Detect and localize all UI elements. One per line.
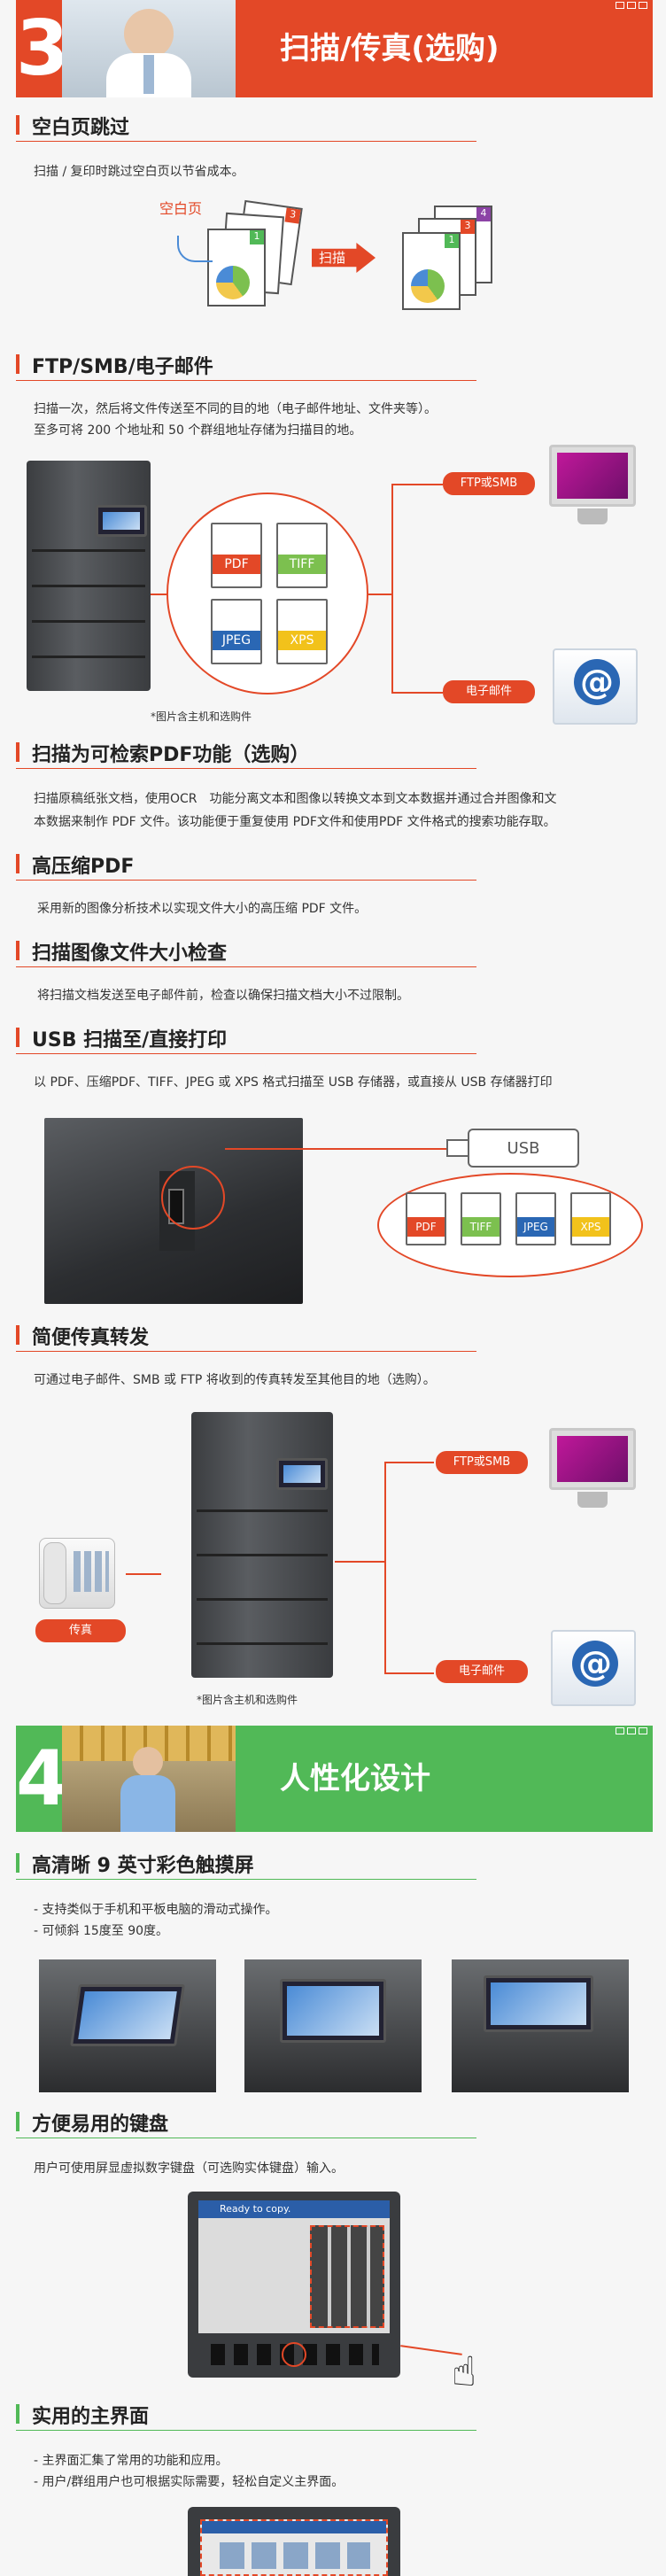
fax-printer-image: [191, 1412, 333, 1678]
fax-header: 简便传真转发: [16, 1318, 476, 1352]
filesize-header: 扫描图像文件大小检查: [16, 934, 476, 967]
section4-banner: 4 人性化设计: [16, 1726, 653, 1832]
fax-email-label: 电子邮件: [436, 1660, 528, 1683]
section4-title: 人性化设计: [280, 1761, 430, 1796]
screen-header: Ready to copy.: [198, 2200, 390, 2218]
fax-title: 简便传真转发: [32, 1327, 150, 1349]
usb-label: USB: [507, 1139, 540, 1158]
compact-header: 高压缩PDF: [16, 847, 476, 881]
section3-photo: [62, 0, 236, 97]
fax-desc: 可通过电子邮件、SMB 或 FTP 将收到的传真转发至其他目的地（选购）。: [34, 1373, 436, 1387]
usb-header: USB 扫描至/直接打印: [16, 1020, 476, 1054]
blank-skip-diagram: 空白页 3 1 扫描 4 3 1: [159, 197, 496, 338]
touch-photo-3: [452, 1959, 629, 2092]
main-screen-header: 实用的主界面: [16, 2397, 476, 2431]
compact-desc: 采用新的图像分析技术以实现文件大小的高压缩 PDF 文件。: [37, 902, 368, 916]
fax-machine-icon: [39, 1538, 115, 1609]
section3-banner: 3 扫描/传真(选购): [16, 0, 653, 97]
keyboard-title: 方便易用的键盘: [32, 2114, 169, 2136]
doc-tiff: TIFF: [276, 523, 328, 588]
filesize-title: 扫描图像文件大小检查: [32, 943, 228, 965]
searchable-title: 扫描为可检索PDF功能（选购）: [32, 744, 310, 766]
compact-title: 高压缩PDF: [32, 856, 135, 878]
keyboard-desc: 用户可使用屏显虚拟数字键盘（可选购实体键盘）输入。: [34, 2161, 344, 2176]
email-icon: @: [553, 648, 638, 725]
searchable-desc2: 本数据来制作 PDF 文件。该功能便于重复使用 PDF文件和使用PDF 文件格式…: [34, 815, 556, 829]
fax-monitor-icon: [549, 1428, 636, 1508]
touch-desc2: - 可倾斜 15度至 90度。: [34, 1924, 169, 1938]
main-screen-desc2: - 用户/群组用户也可根据实际需要，轻松自定义主界面。: [34, 2475, 345, 2489]
monitor-icon: [549, 445, 636, 524]
ftp-note: *图片含主机和选购件: [151, 710, 252, 723]
fax-note: *图片含主机和选购件: [197, 1694, 298, 1706]
blank-skip-title: 空白页跳过: [32, 117, 130, 139]
blank-page-label: 空白页: [159, 200, 203, 217]
usb-doc-tiff: TIFF: [461, 1192, 501, 1245]
banner-decoration: [616, 2, 647, 9]
ftp-desc2: 至多可将 200 个地址和 50 个群组地址存储为扫描目的地。: [34, 423, 362, 438]
fax-label: 传真: [35, 1619, 126, 1642]
doc-jpeg: JPEG: [211, 599, 262, 664]
section3-number: 3: [16, 4, 69, 93]
doc-pdf: PDF: [211, 523, 262, 588]
main-screen-title: 实用的主界面: [32, 2406, 150, 2428]
usb-drive-icon: USB: [446, 1129, 579, 1168]
usb-title: USB 扫描至/直接打印: [32, 1029, 228, 1051]
email-label: 电子邮件: [443, 680, 535, 703]
fax-email-icon: @: [551, 1630, 636, 1706]
searchable-header: 扫描为可检索PDF功能（选购）: [16, 735, 476, 769]
keyboard-header: 方便易用的键盘: [16, 2105, 476, 2138]
ftp-title: FTP/SMB/电子邮件: [32, 356, 213, 378]
touch-photo-2: [244, 1959, 422, 2092]
usb-doc-pdf: PDF: [406, 1192, 446, 1245]
touch-photo-1: [39, 1959, 216, 2092]
usb-doc-xps: XPS: [570, 1192, 611, 1245]
touch-desc1: - 支持类似于手机和平板电脑的滑动式操作。: [34, 1903, 278, 1917]
banner4-decoration: [616, 1727, 647, 1734]
blank-skip-header: 空白页跳过: [16, 108, 476, 142]
format-circle: [166, 493, 368, 694]
filesize-desc: 将扫描文档发送至电子邮件前，检查以确保扫描文档大小不过限制。: [37, 989, 409, 1003]
ftp-header: FTP/SMB/电子邮件: [16, 347, 476, 381]
section4-number: 4: [16, 1734, 69, 1823]
main-screen-photo: [188, 2507, 400, 2576]
section4-photo: [62, 1726, 236, 1832]
keyboard-panel-photo: Ready to copy.: [188, 2192, 400, 2378]
searchable-desc1: 扫描原稿纸张文档，使用OCR 功能分离文本和图像以转换文本到文本数据并通过合并图…: [34, 792, 557, 806]
section3-title: 扫描/传真(选购): [280, 31, 500, 66]
printer-image: [27, 461, 151, 691]
ftp-desc1: 扫描一次，然后将文件传送至不同的目的地（电子邮件地址、文件夹等）。: [34, 402, 437, 416]
doc-xps: XPS: [276, 599, 328, 664]
blank-skip-desc: 扫描 / 复印时跳过空白页以节省成本。: [34, 165, 244, 179]
touch-title: 高清晰 9 英寸彩色触摸屏: [32, 1855, 254, 1877]
hand-pointer-icon: ☝: [452, 2347, 477, 2395]
ftp-smb-label: FTP或SMB: [443, 472, 535, 495]
touch-header: 高清晰 9 英寸彩色触摸屏: [16, 1846, 476, 1880]
fax-ftp-label: FTP或SMB: [436, 1451, 528, 1474]
main-screen-desc1: - 主界面汇集了常用的功能和应用。: [34, 2454, 228, 2468]
scan-label: 扫描: [319, 250, 346, 266]
usb-doc-jpeg: JPEG: [515, 1192, 556, 1245]
usb-desc: 以 PDF、压缩PDF、TIFF、JPEG 或 XPS 格式扫描至 USB 存储…: [34, 1075, 553, 1090]
